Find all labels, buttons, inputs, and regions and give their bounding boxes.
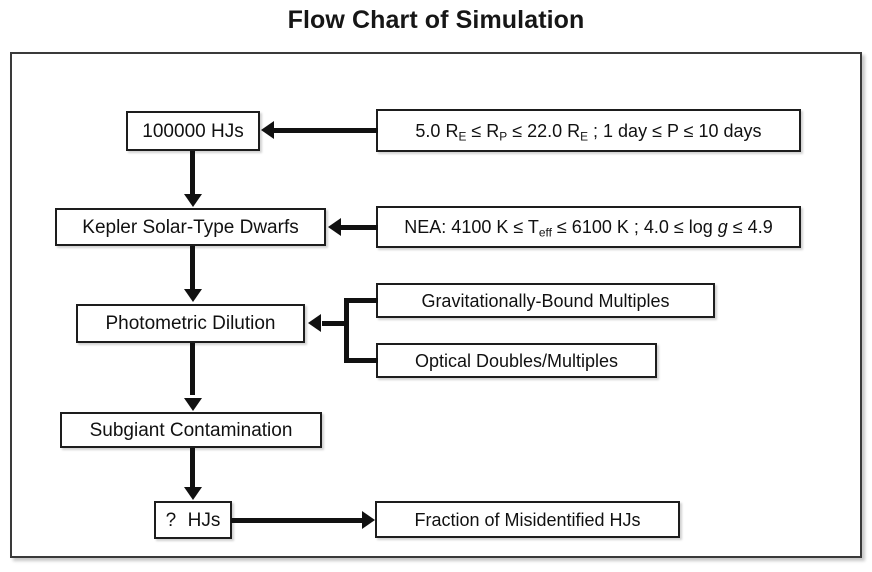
nea-sub1: eff [538,225,552,240]
node-radius-period-condition-label: 5.0 RE ≤ RP ≤ 22.0 RE ; 1 day ≤ P ≤ 10 d… [415,120,762,143]
question-mark: ? [165,509,177,531]
node-100000-hjs-label: 100000 HJs [142,120,244,142]
edge-subgiant-to-qhjs-line [190,448,195,488]
node-question-hjs-label: ? HJs [166,511,221,530]
edge-nea-to-kepler-arrowhead [328,218,341,236]
radius-sub1: E [458,128,467,143]
edge-kepler-to-dilution-line [190,246,195,290]
edge-bracket-to-dilution-arrowhead [308,314,321,332]
edge-qhjs-to-fraction-arrowhead [362,511,375,529]
node-subgiant-contamination-label: Subgiant Contamination [89,419,293,441]
node-gravitationally-bound-multiples-label: Gravitationally-Bound Multiples [421,290,670,311]
radius-v3: ≤ 22.0 R [507,120,581,141]
edge-radius-to-hjs-arrowhead [261,121,274,139]
edge-bound-to-bracket-line [344,298,378,303]
node-fraction-of-misidentified-hjs-label: Fraction of Misidentified HJs [414,509,641,530]
node-radius-period-condition[interactable]: 5.0 RE ≤ RP ≤ 22.0 RE ; 1 day ≤ P ≤ 10 d… [376,109,801,152]
edge-qhjs-to-fraction-line [231,518,364,523]
edge-hjs-to-kepler-line [190,151,195,195]
edge-multiples-bracket-vertical [344,298,349,363]
edge-kepler-to-dilution-arrowhead [183,289,202,302]
edge-radius-to-hjs-line [274,128,378,133]
node-nea-condition-label: NEA: 4100 K ≤ Teff ≤ 6100 K ; 4.0 ≤ log … [404,217,773,240]
radius-v1: 5.0 R [415,120,459,141]
nea-v2: ≤ 6100 K ; 4.0 ≤ log [551,217,718,237]
node-photometric-dilution[interactable]: Photometric Dilution [76,304,305,343]
node-kepler-solar-type-dwarfs[interactable]: Kepler Solar-Type Dwarfs [55,208,326,246]
node-100000-hjs[interactable]: 100000 HJs [126,111,260,151]
nea-v1: NEA: 4100 K ≤ T [404,217,539,237]
page-title: Flow Chart of Simulation [287,6,585,34]
radius-v4: ; 1 day ≤ P ≤ 10 days [588,120,762,141]
edge-optical-to-bracket-line [344,358,378,363]
node-photometric-dilution-label: Photometric Dilution [105,313,276,334]
hjs-unit: HJs [187,509,221,531]
node-subgiant-contamination[interactable]: Subgiant Contamination [60,412,322,448]
edge-dilution-to-subgiant-line [190,343,195,395]
edge-subgiant-to-qhjs-arrowhead [183,487,202,500]
node-optical-doubles-multiples[interactable]: Optical Doubles/Multiples [376,343,657,378]
radius-sub3: E [580,128,589,143]
radius-v2: ≤ R [466,120,500,141]
node-optical-doubles-multiples-label: Optical Doubles/Multiples [414,350,619,371]
edge-bracket-to-dilution-line [322,321,346,326]
node-gravitationally-bound-multiples[interactable]: Gravitationally-Bound Multiples [376,283,715,318]
node-fraction-of-misidentified-hjs[interactable]: Fraction of Misidentified HJs [375,501,680,538]
node-question-hjs[interactable]: ? HJs [154,501,232,539]
flowchart-frame: 100000 HJs 5.0 RE ≤ RP ≤ 22.0 RE ; 1 day… [10,52,862,558]
node-kepler-solar-type-dwarfs-label: Kepler Solar-Type Dwarfs [82,216,299,238]
nea-v3: ≤ 4.9 [727,217,773,237]
radius-sub2: P [499,128,508,143]
nea-italic-g: g [717,217,728,237]
node-nea-condition[interactable]: NEA: 4100 K ≤ Teff ≤ 6100 K ; 4.0 ≤ log … [376,206,801,248]
edge-nea-to-kepler-line [341,225,378,230]
edge-hjs-to-kepler-arrowhead [183,194,202,207]
edge-dilution-to-subgiant-arrowhead [183,398,202,411]
